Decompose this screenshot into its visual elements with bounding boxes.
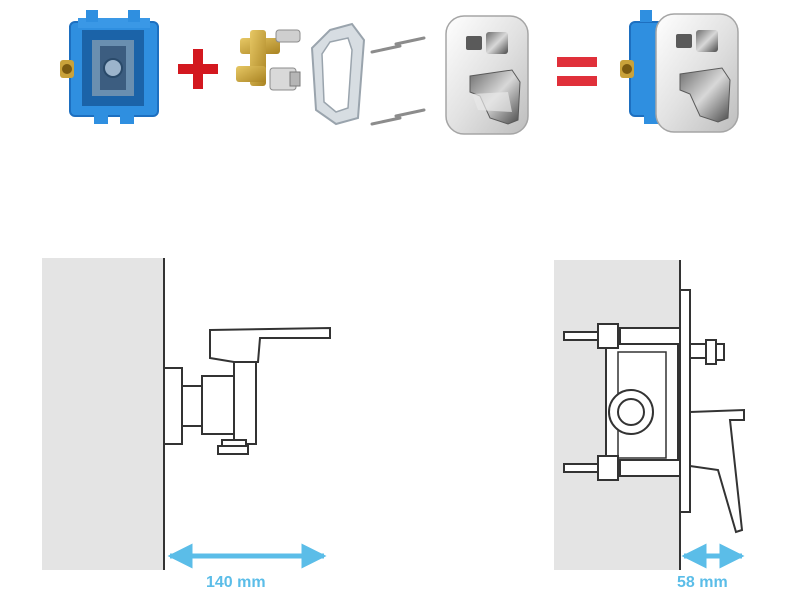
surface-mixer-drawing (163, 326, 331, 455)
brass-valve-body-image (236, 29, 301, 91)
concealed-mixer-drawing (563, 289, 745, 534)
equals-sign (557, 57, 597, 86)
mounting-screws-image (370, 36, 426, 126)
left-wall (42, 258, 165, 570)
rough-in-box-image (60, 10, 159, 124)
plus-sign (178, 49, 218, 89)
depth-label-140mm: 140 mm (206, 574, 266, 591)
depth-label-58mm: 58 mm (677, 574, 728, 591)
gasket-frame-image (310, 22, 366, 126)
assembled-result-image (620, 10, 739, 133)
trim-plate-image (445, 15, 529, 135)
